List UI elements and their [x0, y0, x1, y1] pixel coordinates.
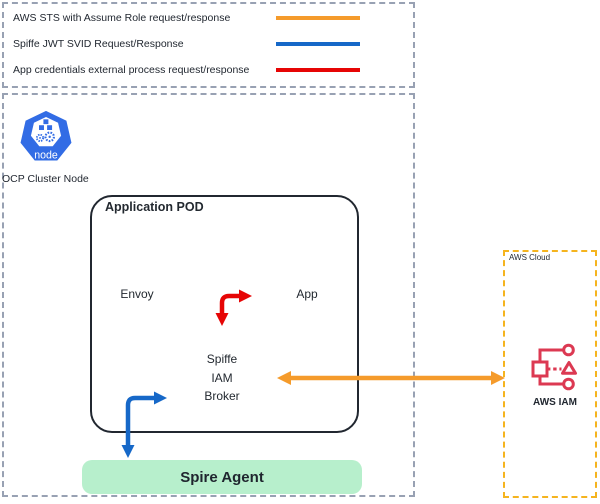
legend-label-creds: App credentials external process request…: [13, 64, 250, 76]
application-pod-title: Application POD: [105, 200, 204, 214]
spiffe-iam-broker-label: Spiffe IAM Broker: [190, 350, 254, 406]
envoy-label: Envoy: [120, 287, 154, 301]
application-pod-box: [90, 195, 359, 433]
ocp-cluster-node-box: [2, 93, 415, 497]
broker-line-1: Spiffe: [206, 352, 238, 366]
legend-swatch-blue: [276, 42, 360, 46]
app-label: App: [296, 287, 318, 301]
spire-agent-box: Spire Agent: [82, 460, 362, 494]
spire-agent-label: Spire Agent: [180, 468, 264, 486]
broker-line-2: IAM: [211, 370, 233, 385]
legend-swatch-red: [276, 68, 360, 72]
aws-iam-label: AWS IAM: [533, 397, 577, 408]
legend-label-svid: Spiffe JWT SVID Request/Response: [13, 38, 184, 50]
ocp-cluster-node-label: OCP Cluster Node: [2, 173, 89, 185]
aws-cloud-label: AWS Cloud: [509, 253, 551, 262]
legend-label-sts: AWS STS with Assume Role request/respons…: [13, 12, 231, 24]
node-icon-label: node: [34, 150, 58, 162]
legend-swatch-orange: [276, 16, 360, 20]
broker-line-3: Broker: [204, 389, 240, 403]
kubernetes-node-icon: node: [17, 108, 75, 164]
aws-iam-icon: [531, 343, 577, 391]
legend-box: AWS STS with Assume Role request/respons…: [2, 2, 415, 88]
